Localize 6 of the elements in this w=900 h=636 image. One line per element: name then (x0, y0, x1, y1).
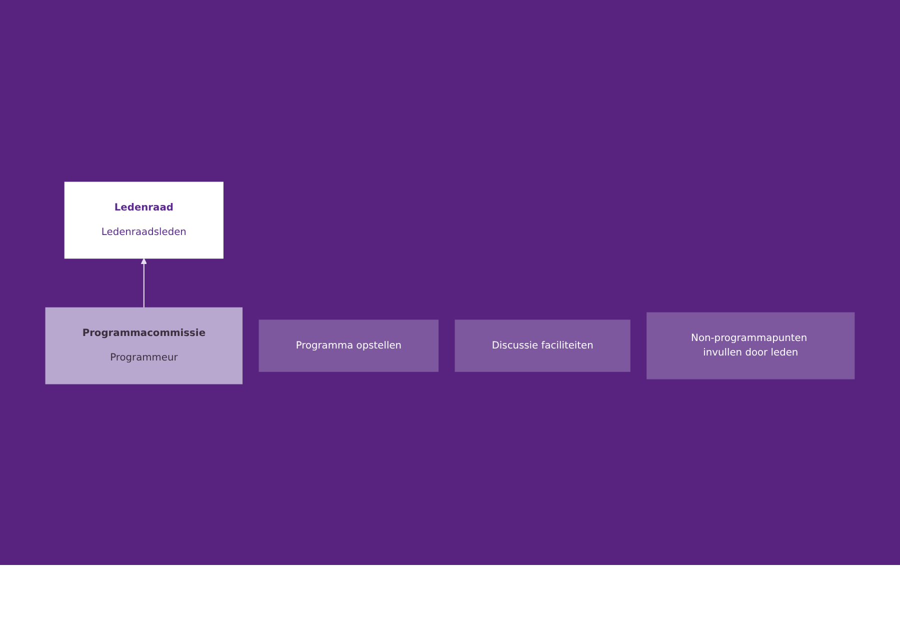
node-box: Ledenraad Ledenraadsleden (64, 181, 224, 258)
node-box: Programmacommissie Programmeur (45, 306, 243, 384)
node-box: Non-programmapunten invullen door leden (646, 312, 855, 379)
node-box: Discussie faciliteiten (454, 319, 630, 372)
arrow (140, 258, 148, 308)
node-box: Programma opstellen (258, 319, 439, 372)
